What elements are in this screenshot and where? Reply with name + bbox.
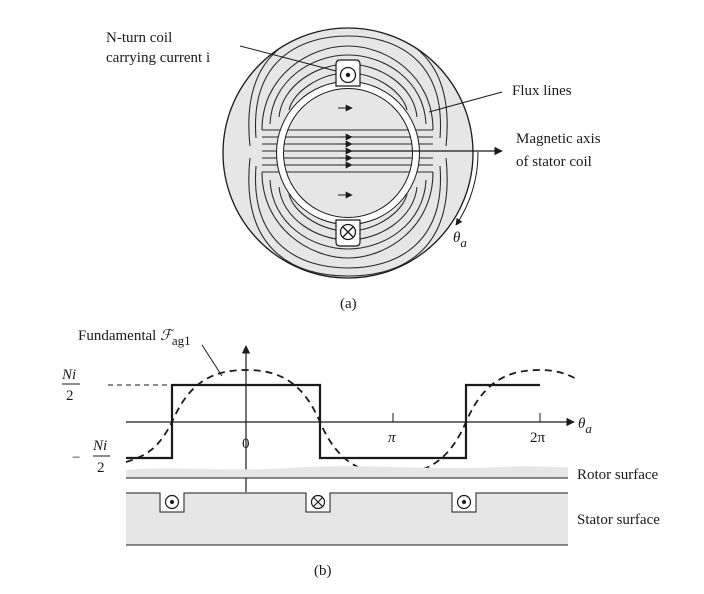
coil-out-top bbox=[335, 59, 361, 87]
caption-b: (b) bbox=[314, 563, 332, 579]
theta-a-axis-label: θa bbox=[578, 416, 592, 436]
fundamental-leader-line bbox=[201, 344, 223, 377]
fundamental-label: Fundamental ℱag1 bbox=[78, 328, 191, 348]
flux-leader-line bbox=[428, 91, 503, 113]
stator-surface-edge bbox=[126, 492, 568, 513]
part-b-plot bbox=[108, 344, 579, 546]
part-b-labels: Fundamental ℱag1 Ni 2 − Ni 2 0 π 2π θa R… bbox=[61, 328, 660, 579]
part-a-labels: N-turn coil carrying current i Flux line… bbox=[106, 30, 601, 312]
ni-half-minus-sign: − bbox=[72, 450, 80, 466]
coil-label-line2: carrying current i bbox=[106, 50, 210, 66]
stator-surface-block bbox=[126, 493, 568, 545]
coil-in-bottom bbox=[335, 219, 361, 247]
coil-label-line1: N-turn coil bbox=[106, 30, 172, 46]
theta-rotation-arrow bbox=[455, 151, 479, 226]
ni-half-positive-num: Ni bbox=[61, 367, 76, 383]
magnetic-axis-label-line2: of stator coil bbox=[516, 154, 592, 170]
magnetic-axis-label-line1: Magnetic axis bbox=[516, 131, 601, 147]
tick-label-2pi: 2π bbox=[530, 430, 546, 446]
conductor-out-1 bbox=[161, 494, 183, 511]
part-a-machine bbox=[222, 27, 503, 279]
caption-a: (a) bbox=[340, 296, 357, 312]
fundamental-mmf-curve bbox=[125, 369, 579, 475]
theta-a-label: θa bbox=[453, 230, 467, 250]
conductor-out-2 bbox=[453, 494, 475, 511]
conductor-in bbox=[307, 494, 329, 511]
ni-half-negative-den: 2 bbox=[97, 460, 105, 476]
coil-leader-line bbox=[239, 45, 337, 72]
ni-half-positive-den: 2 bbox=[66, 388, 74, 404]
flux-lines-label: Flux lines bbox=[512, 83, 572, 99]
rotor-surface-band bbox=[126, 466, 568, 478]
rotor-surface-label: Rotor surface bbox=[577, 467, 659, 483]
tick-label-pi: π bbox=[388, 430, 396, 446]
stator-surface-label: Stator surface bbox=[577, 512, 660, 528]
ni-half-negative-num: Ni bbox=[92, 438, 107, 454]
tick-label-zero: 0 bbox=[242, 436, 250, 452]
